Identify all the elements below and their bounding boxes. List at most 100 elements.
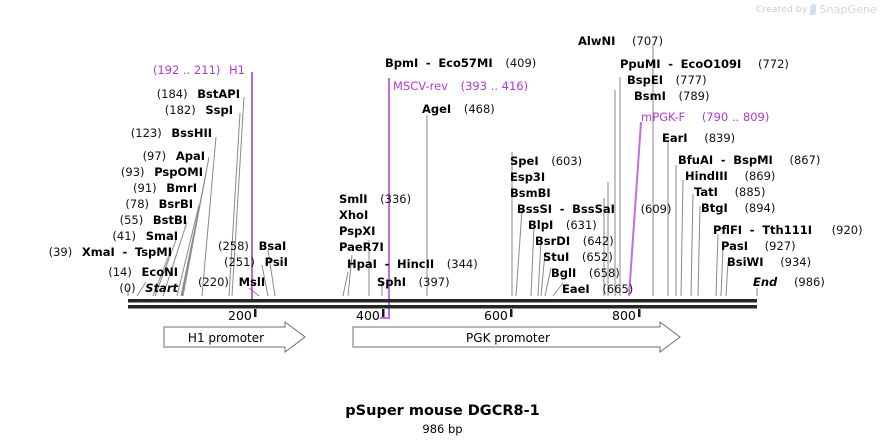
- site-agei-name: AgeI: [422, 102, 452, 116]
- site-label-msli[interactable]: (220) MslI: [198, 276, 265, 288]
- site-label-alwni[interactable]: AlwNI (707): [578, 35, 663, 47]
- site-label-tati[interactable]: TatI (885): [694, 186, 766, 198]
- site-label-pasi[interactable]: PasI (927): [721, 240, 796, 252]
- credit-prefix: Created by: [755, 4, 808, 15]
- site-bsmbi-name: BsmBI: [510, 186, 551, 200]
- site-label-hindiii[interactable]: HindIII (869): [685, 170, 775, 182]
- site-label-sphi[interactable]: SphI (397): [377, 276, 450, 288]
- site-label-pspxi[interactable]: PspXI: [339, 225, 375, 237]
- site-blpi-pos: (631): [565, 218, 597, 232]
- site-bsssai-name: BssSaI: [572, 202, 615, 216]
- site-label-start[interactable]: (0) Start: [119, 282, 178, 294]
- site-label-econi[interactable]: (14) EcoNI: [108, 266, 178, 278]
- site-bmri-name: BmrI: [166, 181, 197, 195]
- site-blpi-name: BlpI: [528, 218, 554, 232]
- site-label-bpmi-eco57mi[interactable]: BpmI - Eco57MI (409): [385, 57, 536, 69]
- site-label-eari[interactable]: EarI (839): [662, 132, 735, 144]
- site-bsssi-name: BssSI: [517, 202, 553, 216]
- site-hindiii-name: HindIII: [685, 169, 728, 183]
- site-pasi-name: PasI: [721, 239, 749, 253]
- site-label-bsmbi[interactable]: BsmBI: [510, 187, 551, 199]
- feature-arrow-h1-promoter[interactable]: [163, 321, 306, 353]
- site-label-bsrbi[interactable]: (78) BsrBI: [125, 198, 193, 210]
- site-start-name: Start: [145, 281, 178, 295]
- primer-mscv-rev-range: (393 .. 416): [460, 79, 529, 93]
- site-dash: -: [425, 56, 431, 70]
- site-label-xmai-tspmi[interactable]: (39) XmaI - TspMI: [49, 246, 172, 258]
- site-label-bsiwi[interactable]: BsiWI (934): [727, 256, 811, 268]
- site-label-stui[interactable]: StuI (652): [543, 251, 613, 263]
- site-label-eaei[interactable]: EaeI (665): [562, 283, 633, 295]
- primer-marker-mscv-rev: [380, 78, 390, 319]
- site-label-psii[interactable]: (251) PsiI: [224, 256, 288, 268]
- site-bstbi-name: BstBI: [152, 213, 187, 227]
- site-label-blpi[interactable]: BlpI (631): [528, 219, 597, 231]
- plasmid-length: 986 bp: [422, 422, 463, 436]
- site-pflfi-name: PflFI: [713, 223, 743, 237]
- primer-label-mscv-rev[interactable]: MSCV-rev (393 .. 416): [393, 80, 528, 92]
- site-sspi-pos: (182): [164, 103, 196, 117]
- site-label-xhoi[interactable]: XhoI: [339, 209, 368, 221]
- leader-lines-right: [511, 44, 669, 297]
- site-label-end[interactable]: End (986): [753, 276, 825, 288]
- site-label-esp3i[interactable]: Esp3I: [510, 171, 545, 183]
- site-pspomi-name: PspOMI: [154, 165, 203, 179]
- site-tati-name: TatI: [694, 185, 718, 199]
- site-label-bmri[interactable]: (91) BmrI: [133, 182, 197, 194]
- site-label-btgi[interactable]: BtgI (894): [701, 202, 775, 214]
- site-label-bsai[interactable]: (258) BsaI: [218, 240, 286, 252]
- site-label-smai[interactable]: (41) SmaI: [112, 230, 178, 242]
- site-btgi-pos: (894): [744, 201, 776, 215]
- primer-mpgk-f-name: mPGK-F: [641, 110, 686, 124]
- site-bsrbi-name: BsrBI: [158, 197, 193, 211]
- site-label-bsmi[interactable]: BsmI (789): [634, 90, 709, 102]
- site-bsiwi-name: BsiWI: [727, 255, 764, 269]
- site-label-bstbi[interactable]: (55) BstBI: [120, 214, 187, 226]
- site-bgli-pos: (658): [588, 266, 620, 280]
- site-label-bstapi[interactable]: (184) BstAPI: [157, 88, 240, 100]
- site-label-pflfi-tth111i[interactable]: PflFI - Tth111I (920): [713, 224, 863, 236]
- primer-mscv-rev-name: MSCV-rev: [393, 79, 448, 93]
- site-paer7i-name: PaeR7I: [339, 240, 384, 254]
- site-label-hpai-hincii[interactable]: HpaI - HincII (344): [347, 258, 478, 270]
- site-bsshii-pos: (123): [130, 126, 162, 140]
- primer-label-h1[interactable]: (192 .. 211) H1: [153, 64, 245, 76]
- primer-label-mpgk-f[interactable]: mPGK-F (790 .. 809): [641, 111, 769, 123]
- site-econi-pos: (14): [108, 265, 132, 279]
- site-label-bsshii[interactable]: (123) BssHII: [131, 127, 212, 139]
- site-hindiii-pos: (869): [744, 169, 776, 183]
- site-label-agei[interactable]: AgeI (468): [422, 103, 495, 115]
- site-dash: -: [668, 57, 674, 71]
- site-label-bsrdi[interactable]: BsrDI (642): [535, 235, 614, 247]
- site-bspei-pos: (777): [675, 73, 707, 87]
- site-xmai-name: XmaI: [81, 245, 115, 259]
- site-label-ppumi-ecoo109i[interactable]: PpuMI - EcoO109I (772): [620, 58, 789, 70]
- site-eari-pos: (839): [704, 131, 736, 145]
- site-label-pspomi[interactable]: (93) PspOMI: [121, 166, 203, 178]
- site-bsai-pos: (258): [218, 239, 249, 253]
- site-bmri-pos: (91): [133, 181, 157, 195]
- ruler-tick-label-800: 800: [612, 308, 636, 323]
- site-bpmi-pos: (409): [505, 56, 537, 70]
- site-label-bgli[interactable]: BglI (658): [551, 267, 620, 279]
- site-label-sspi[interactable]: (182) SspI: [165, 104, 233, 116]
- site-sspi-name: SspI: [205, 103, 233, 117]
- site-label-smli[interactable]: SmlI (336): [339, 193, 411, 205]
- site-econi-name: EcoNI: [141, 265, 178, 279]
- site-label-spei[interactable]: SpeI (603): [510, 155, 582, 167]
- site-label-bsssi-bsssai[interactable]: BssSI - BssSaI (609): [517, 203, 672, 215]
- site-bsmi-name: BsmI: [634, 89, 666, 103]
- site-label-bspei[interactable]: BspEI (777): [627, 74, 707, 86]
- primer-h1-range: (192 .. 211): [152, 63, 221, 77]
- plasmid-title: pSuper mouse DGCR8-1: [345, 403, 540, 419]
- site-dash: -: [384, 257, 390, 271]
- site-dash: -: [122, 245, 128, 259]
- site-bsrbi-pos: (78): [125, 197, 150, 211]
- site-psii-name: PsiI: [264, 255, 288, 269]
- feature-arrow-pgk-promoter[interactable]: [352, 321, 681, 353]
- site-label-apai[interactable]: (97) ApaI: [143, 150, 205, 162]
- site-label-paer7i[interactable]: PaeR7I: [339, 241, 384, 253]
- primer-h1-name: H1: [229, 63, 245, 77]
- site-label-bfuai-bspmi[interactable]: BfuAI - BspMI (867): [678, 154, 820, 166]
